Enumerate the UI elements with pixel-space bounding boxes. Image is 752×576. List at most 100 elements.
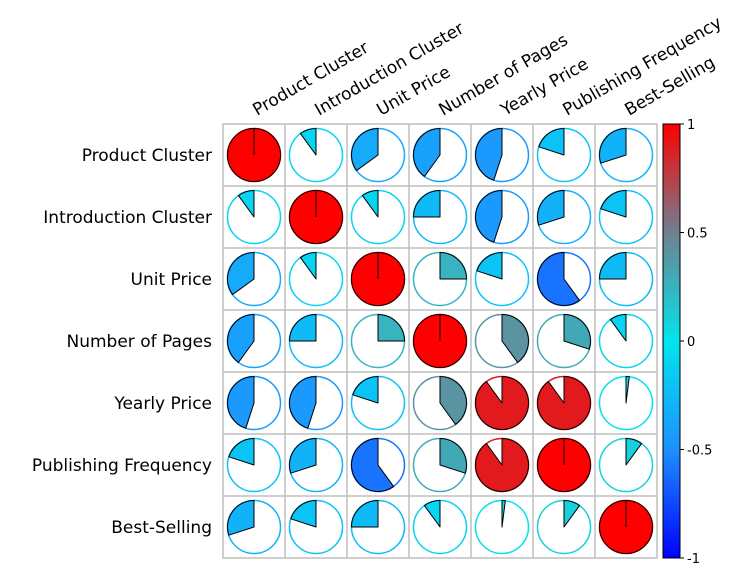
pie-cell-6-5 [536,499,592,555]
pie-wedge [476,252,503,280]
pie-wedge [352,376,379,404]
pie-wedge [600,190,627,218]
pie-wedge [439,438,467,474]
pie-cell-3-1 [288,313,344,369]
pie-wedge [351,500,379,528]
pie-wedge [289,376,317,429]
pie-wedge [228,438,255,466]
pie-cell-1-3 [412,189,468,245]
pie-wedge [289,314,317,342]
pie-cell-2-2 [350,251,406,307]
pie-cell-1-2 [350,189,406,245]
pie-wedge [351,438,395,492]
row-label: Number of Pages [67,332,213,352]
pie-cell-3-2 [350,313,406,369]
pie-cell-6-0 [226,499,282,555]
pie-cell-5-4 [474,437,530,493]
pie-wedge [226,252,255,296]
pie-wedge [350,128,379,172]
pie-cell-4-0 [226,375,282,431]
pie-wedge [563,500,581,528]
pie-cell-3-0 [226,313,282,369]
pie-wedge [625,376,630,404]
pie-wedge [227,500,255,536]
pie-cell-2-1 [288,251,344,307]
row-label: Product Cluster [82,146,212,166]
pie-wedge [537,252,581,306]
pie-wedge [475,376,529,430]
pie-wedge [537,190,565,226]
pie-wedge [475,190,503,243]
pie-cell-1-6 [598,189,654,245]
pie-wedge [475,438,529,492]
pie-cell-5-2 [350,437,406,493]
pie-cell-6-3 [412,499,468,555]
pie-cell-4-4 [474,375,530,431]
row-label: Publishing Frequency [32,456,212,476]
pie-cell-6-2 [350,499,406,555]
pie-cell-4-3 [412,375,468,431]
pie-wedge [412,128,441,177]
pie-cell-5-0 [226,437,282,493]
pie-wedge [226,314,255,363]
colorbar-tick-label: 0.5 [687,227,708,242]
pie-wedge [237,190,255,218]
colorbar-tick-label: 1 [687,118,695,133]
row-label: Yearly Price [113,394,212,414]
pie-wedge [227,376,255,429]
colorbar-tick-label: 0 [687,335,695,350]
pie-wedge [299,252,317,280]
row-label: Unit Price [131,270,212,290]
row-label: Best-Selling [111,518,212,538]
pie-cell-5-5 [536,437,592,493]
colorbar-tick-label: -0.5 [687,444,712,459]
pie-wedge [439,252,467,280]
pie-cell-1-1 [288,189,344,245]
pie-wedge [423,500,441,528]
pie-cell-0-4 [474,127,530,183]
pie-cell-5-1 [288,437,344,493]
pie-cell-3-6 [598,313,654,369]
pie-cell-2-6 [598,251,654,307]
pie-cell-0-0 [226,127,282,183]
pie-cell-2-0 [226,251,282,307]
pie-wedge [299,128,317,156]
pie-cell-0-2 [350,127,406,183]
pie-cell-4-6 [598,375,654,431]
pie-wedge [439,376,468,425]
pie-cell-0-3 [412,127,468,183]
pie-cell-6-1 [288,499,344,555]
pie-cell-3-5 [536,313,592,369]
pie-cell-0-5 [536,127,592,183]
pie-cell-1-4 [474,189,530,245]
pie-wedge [537,376,591,430]
pie-cell-3-3 [412,313,468,369]
pie-wedge [289,438,317,474]
pie-cell-1-5 [536,189,592,245]
colorbar-tick-label: -1 [687,552,700,567]
pie-wedge [290,500,317,528]
pie-wedge [413,190,441,218]
pie-wedge [563,314,591,350]
pie-cell-3-4 [474,313,530,369]
pie-wedge [599,252,627,280]
pie-wedge [609,314,627,342]
pie-cell-0-1 [288,127,344,183]
pie-wedge [361,190,379,218]
pie-cell-4-5 [536,375,592,431]
pie-cell-2-5 [536,251,592,307]
pie-cell-6-4 [474,499,530,555]
pie-wedge [599,128,627,164]
pie-wedge [475,128,503,181]
row-label: Introduction Cluster [43,208,212,228]
colorbar [662,123,681,559]
pie-cell-4-1 [288,375,344,431]
pie-wedge [625,438,643,466]
pie-wedge [538,128,565,156]
pie-cell-1-0 [226,189,282,245]
pie-wedge [501,314,530,363]
pie-cell-2-4 [474,251,530,307]
pie-wedge [377,314,405,342]
pie-cell-5-6 [598,437,654,493]
